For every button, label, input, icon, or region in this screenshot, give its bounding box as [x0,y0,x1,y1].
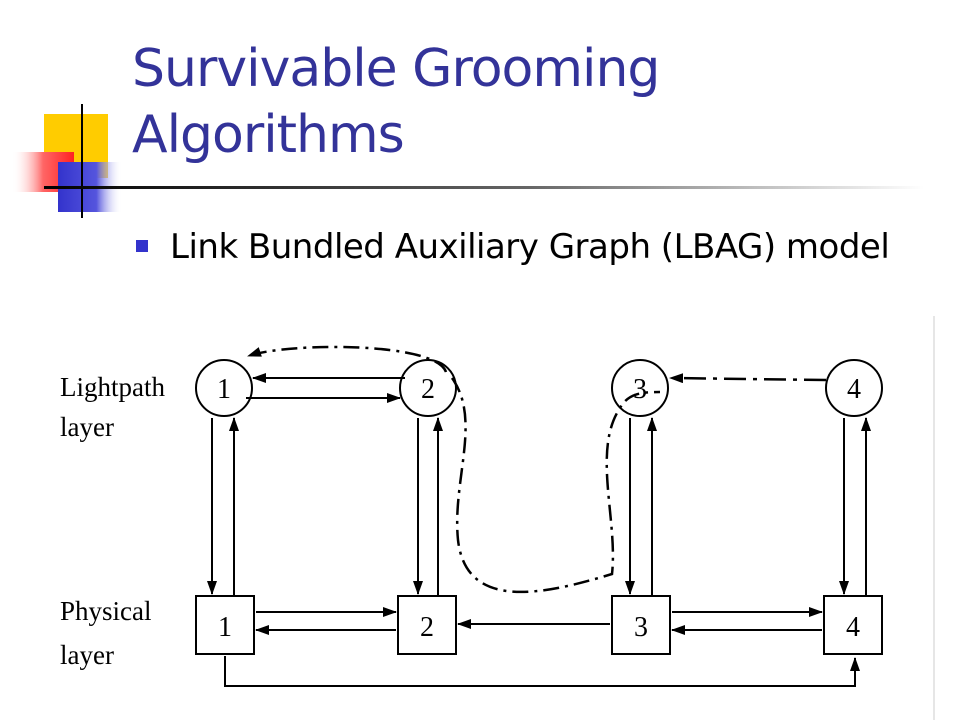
title-line-1: Survivable Grooming [132,39,660,99]
lightpath-node-4: 4 [825,359,883,417]
lbag-diagram: Lightpath layer Physical layer 1 2 3 4 1… [60,316,935,720]
lightpath-node-2-label: 2 [421,374,435,405]
lightpath-layer-label-line-1: Lightpath [60,372,165,402]
lightpath-node-3: 3 [611,359,669,417]
lightpath-layer-label-line-2: layer [60,412,114,442]
lightpath-node-2: 2 [399,359,457,417]
physical-node-3-label: 3 [634,612,648,643]
physical-layer-label-line-1: Physical [60,596,152,626]
backup-path-arc-2-to-1 [247,345,448,373]
physical-node-2: 2 [397,595,457,655]
bullet-square-icon [136,240,148,252]
lightpath-node-1: 1 [195,359,253,417]
lightpath-edge-4-to-3-dashdot [669,373,827,384]
physical-node-3: 3 [611,595,671,655]
slide-title: Survivable Grooming Algorithms [132,36,912,168]
lightpath-node-4-label: 4 [847,374,861,405]
lightpath-node-3-label: 3 [633,374,647,405]
physical-layer-label-line-2: layer [60,640,114,670]
corner-decoration [12,104,924,218]
physical-edge-1-to-4-bottom [224,656,860,687]
physical-node-4: 4 [823,595,883,655]
lightpath-node-1-label: 1 [217,374,231,405]
physical-node-2-label: 2 [420,612,434,643]
bullet-text: Link Bundled Auxiliary Graph (LBAG) mode… [170,227,890,267]
title-line-2: Algorithms [132,105,405,165]
title-rule [44,186,924,189]
physical-node-1: 1 [195,595,255,655]
physical-node-1-label: 1 [218,612,232,643]
physical-node-4-label: 4 [846,612,860,643]
backup-path-curve-2-to-3 [450,377,661,594]
